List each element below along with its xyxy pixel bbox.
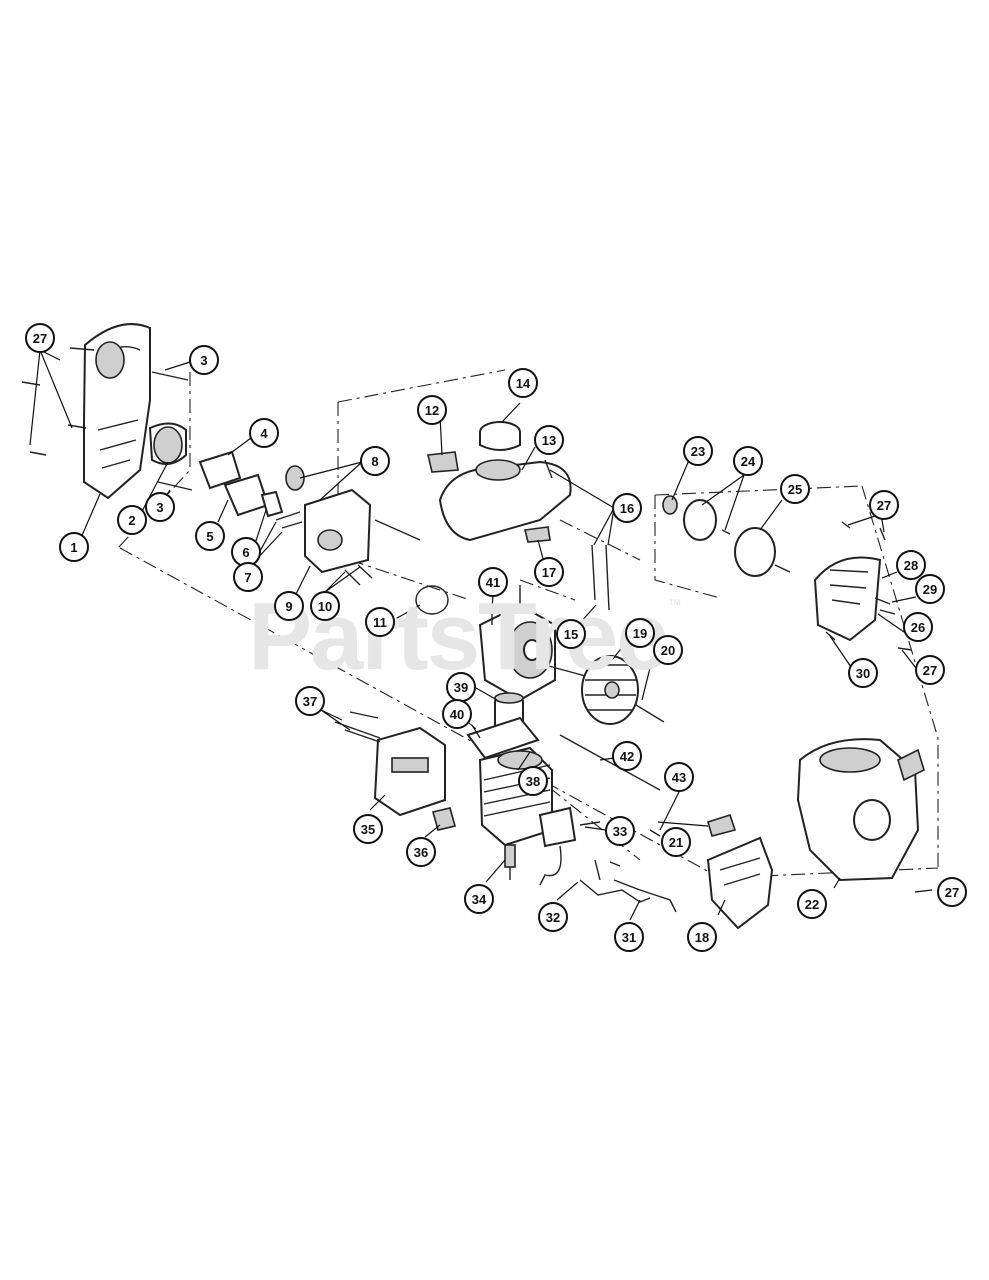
callout-41: 41 (478, 567, 508, 597)
part-engine-shroud (796, 738, 925, 882)
part-fuel-tank (427, 421, 610, 611)
callout-27b: 27 (869, 490, 899, 520)
callout-43: 43 (664, 762, 694, 792)
part-ignition (504, 806, 621, 886)
callout-26: 26 (903, 612, 933, 642)
part-cylinder (478, 746, 553, 847)
callout-34: 34 (464, 884, 494, 914)
callout-27: 27 (25, 323, 55, 353)
part-flywheel (581, 655, 665, 725)
callout-28: 28 (896, 550, 926, 580)
callout-1: 1 (59, 532, 89, 562)
part-crankcase (478, 585, 601, 702)
callout-15: 15 (556, 619, 586, 649)
callout-10: 10 (310, 591, 340, 621)
callout-40: 40 (442, 699, 472, 729)
callout-29: 29 (915, 574, 945, 604)
callout-42: 42 (612, 741, 642, 771)
callout-27c: 27 (915, 655, 945, 685)
callout-3b: 3 (145, 492, 175, 522)
callout-22: 22 (797, 889, 827, 919)
callout-17: 17 (534, 557, 564, 587)
callout-31: 31 (614, 922, 644, 952)
callout-32: 32 (538, 902, 568, 932)
callout-20: 20 (653, 635, 683, 665)
part-piston (466, 692, 540, 760)
part-rod (559, 734, 661, 837)
callout-8: 8 (360, 446, 390, 476)
callout-25: 25 (780, 474, 810, 504)
callout-27d: 27 (937, 877, 967, 907)
callout-36: 36 (406, 837, 436, 867)
leader-lines (29, 349, 933, 921)
callout-38: 38 (518, 766, 548, 796)
callout-9: 9 (274, 591, 304, 621)
callout-11: 11 (365, 607, 395, 637)
callout-30: 30 (848, 658, 878, 688)
part-intake-block (285, 465, 421, 586)
callout-4: 4 (249, 418, 279, 448)
part-starter-housing (813, 521, 913, 651)
callout-19: 19 (625, 618, 655, 648)
callout-35: 35 (353, 814, 383, 844)
callout-5: 5 (195, 521, 225, 551)
callout-14: 14 (508, 368, 538, 398)
callout-2: 2 (117, 505, 147, 535)
part-clutch-group (662, 495, 791, 577)
callout-37: 37 (295, 686, 325, 716)
callout-39: 39 (446, 672, 476, 702)
part-o-ring (415, 585, 449, 615)
screws-left (21, 347, 193, 491)
part-housing-1 (83, 323, 187, 500)
callout-13: 13 (534, 425, 564, 455)
callout-23: 23 (683, 436, 713, 466)
callout-12: 12 (417, 395, 447, 425)
part-wiring (579, 879, 677, 913)
callout-21: 21 (661, 827, 691, 857)
callout-3: 3 (189, 345, 219, 375)
callout-33: 33 (605, 816, 635, 846)
part-guard (706, 813, 774, 930)
part-muffler (334, 711, 456, 831)
callout-24: 24 (733, 446, 763, 476)
callout-7: 7 (233, 562, 263, 592)
callout-16: 16 (612, 493, 642, 523)
callout-18: 18 (687, 922, 717, 952)
part-carburetor-group (198, 450, 303, 529)
